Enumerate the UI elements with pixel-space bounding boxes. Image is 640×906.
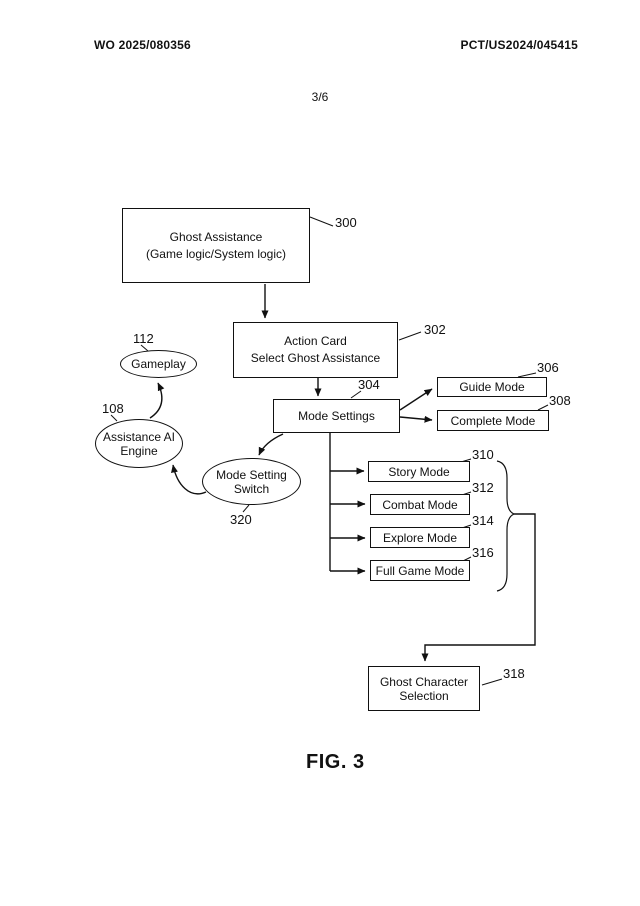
node-action-card: Action Card Select Ghost Assistance — [233, 322, 398, 378]
ref-318: 318 — [503, 666, 525, 681]
node-label: Ghost Assistance — [169, 229, 263, 244]
ref-316: 316 — [472, 545, 494, 560]
node-label: Switch — [233, 481, 270, 496]
ref-320: 320 — [230, 512, 252, 527]
node-label: Complete Mode — [450, 413, 536, 428]
leader-318 — [481, 678, 503, 686]
figure-caption: FIG. 3 — [306, 751, 365, 773]
node-label: (Game logic/System logic) — [145, 246, 287, 261]
node-label: Selection — [399, 688, 449, 703]
node-label: Action Card — [284, 334, 347, 348]
ref-302: 302 — [424, 322, 446, 337]
node-label: Ghost Character — [379, 674, 469, 689]
node-full-game-mode: Full Game Mode — [370, 560, 470, 581]
ref-304: 304 — [358, 377, 380, 392]
ref-300: 300 — [335, 215, 357, 230]
node-label: Combat Mode — [382, 497, 458, 512]
node-mode-settings: Mode Settings — [273, 399, 400, 433]
application-number: PCT/US2024/045415 — [460, 38, 578, 52]
node-gameplay: Gameplay — [120, 350, 197, 378]
sheet-number: 3/6 — [311, 90, 329, 104]
node-label: Mode Settings — [298, 408, 375, 423]
leader-300 — [309, 216, 334, 227]
node-label: Gameplay — [131, 357, 186, 371]
node-label: Guide Mode — [459, 380, 525, 394]
ref-312: 312 — [472, 480, 494, 495]
ref-310: 310 — [472, 447, 494, 462]
node-ghost-assistance: Ghost Assistance (Game logic/System logi… — [122, 208, 310, 283]
node-label: Mode Setting — [216, 467, 287, 482]
ref-108: 108 — [102, 401, 124, 416]
ref-112: 112 — [133, 331, 154, 346]
node-label: Explore Mode — [382, 530, 458, 545]
node-ghost-character-selection: Ghost Character Selection — [368, 666, 480, 711]
leader-302 — [398, 331, 422, 341]
node-label: Engine — [120, 443, 158, 458]
arrow-switch-to-engine — [171, 464, 207, 495]
arrow-mode-settings-to-complete-mode — [399, 415, 433, 423]
node-label: Assistance AI — [102, 429, 176, 444]
ref-308: 308 — [549, 393, 571, 408]
leader-304 — [350, 390, 362, 399]
node-label: Select Ghost Assistance — [250, 351, 381, 365]
arrow-engine-to-gameplay — [149, 382, 165, 419]
node-label: Story Mode — [388, 464, 450, 479]
arrow-mode-settings-to-switch — [258, 433, 284, 456]
node-assistance-ai-engine: Assistance AI Engine — [95, 419, 183, 468]
leader-320 — [242, 504, 250, 513]
brace-mode-group — [496, 460, 516, 592]
arrow-mode-settings-to-guide-mode — [399, 388, 433, 411]
node-label: Full Game Mode — [375, 563, 465, 578]
node-combat-mode: Combat Mode — [370, 494, 470, 515]
node-explore-mode: Explore Mode — [370, 527, 470, 548]
ref-314: 314 — [472, 513, 494, 528]
ref-306: 306 — [537, 360, 559, 375]
node-guide-mode: Guide Mode — [437, 377, 547, 397]
node-story-mode: Story Mode — [368, 461, 470, 482]
node-mode-setting-switch: Mode Setting Switch — [202, 458, 301, 505]
publication-number: WO 2025/080356 — [94, 38, 191, 52]
node-complete-mode: Complete Mode — [437, 410, 549, 431]
